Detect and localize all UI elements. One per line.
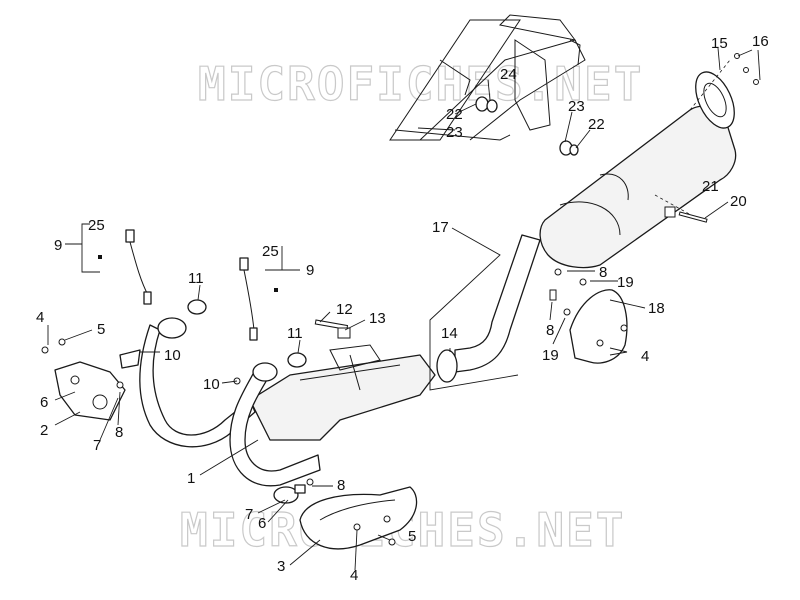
fasteners (41, 53, 759, 546)
heat-shield-header (299, 486, 418, 550)
callout-8-left: 8 (115, 424, 123, 441)
silencer (539, 59, 737, 269)
marker-9-left (98, 255, 102, 259)
gasket-11-left (187, 299, 207, 315)
callout-23-right: 23 (568, 98, 585, 115)
marker-9-right (274, 288, 278, 292)
callout-21: 21 (702, 178, 719, 195)
callout-5-left: 5 (97, 321, 105, 338)
lambda-sensor-right (239, 257, 258, 341)
heat-shield-silencer (569, 289, 628, 364)
callout-22-left: 22 (446, 106, 463, 123)
header-pipes (139, 317, 321, 487)
callout-12: 12 (336, 301, 353, 318)
callout-9-right: 9 (306, 262, 314, 279)
callout-4-right: 4 (641, 348, 649, 365)
callout-2: 2 (40, 422, 48, 439)
callout-6-bottom: 6 (258, 515, 266, 532)
callout-15: 15 (711, 35, 728, 52)
callout-25-right: 25 (262, 243, 279, 260)
callout-3: 3 (277, 558, 285, 575)
callout-20: 20 (730, 193, 747, 210)
callout-22-right: 22 (588, 116, 605, 133)
callout-5-bottom: 5 (408, 528, 416, 545)
callout-23-left: 23 (446, 124, 463, 141)
callout-18: 18 (648, 300, 665, 317)
callout-8-bottom: 8 (337, 477, 345, 494)
callout-11-left: 11 (188, 270, 204, 287)
callout-9-left: 9 (54, 237, 62, 254)
callout-19-mid: 19 (542, 347, 559, 364)
callout-14: 14 (441, 325, 458, 342)
catalyst-box (249, 344, 436, 441)
watermark-top: MICROFICHES.NET (198, 57, 643, 111)
callout-19-right: 19 (617, 274, 634, 291)
gasket-11-right (287, 352, 307, 368)
callout-17: 17 (432, 219, 449, 236)
link-pipe (436, 234, 541, 383)
callout-16: 16 (752, 33, 769, 50)
header-bracket-left (54, 349, 141, 421)
callout-24: 24 (500, 66, 517, 83)
callout-11-right: 11 (287, 325, 303, 342)
callout-labels: 1 2 3 4 4 4 5 5 6 6 7 7 8 8 8 8 9 9 10 1… (36, 33, 769, 584)
callout-8-mid: 8 (546, 322, 554, 339)
lambda-sensor-left (125, 229, 152, 305)
clamp-bottom (273, 484, 306, 504)
rear-frame (389, 14, 586, 141)
callout-7-bottom: 7 (245, 506, 253, 523)
callout-25-left: 25 (88, 217, 105, 234)
callout-6-left: 6 (40, 394, 48, 411)
callout-8-right: 8 (599, 264, 607, 281)
leader-lines (47, 47, 761, 571)
callout-4-left: 4 (36, 309, 44, 326)
callout-10-right: 10 (203, 376, 220, 393)
callout-4-bottom: 4 (350, 567, 358, 584)
callout-7-left: 7 (93, 437, 101, 454)
callout-10-left: 10 (164, 347, 181, 364)
callout-1: 1 (187, 470, 195, 487)
callout-13: 13 (369, 310, 386, 327)
